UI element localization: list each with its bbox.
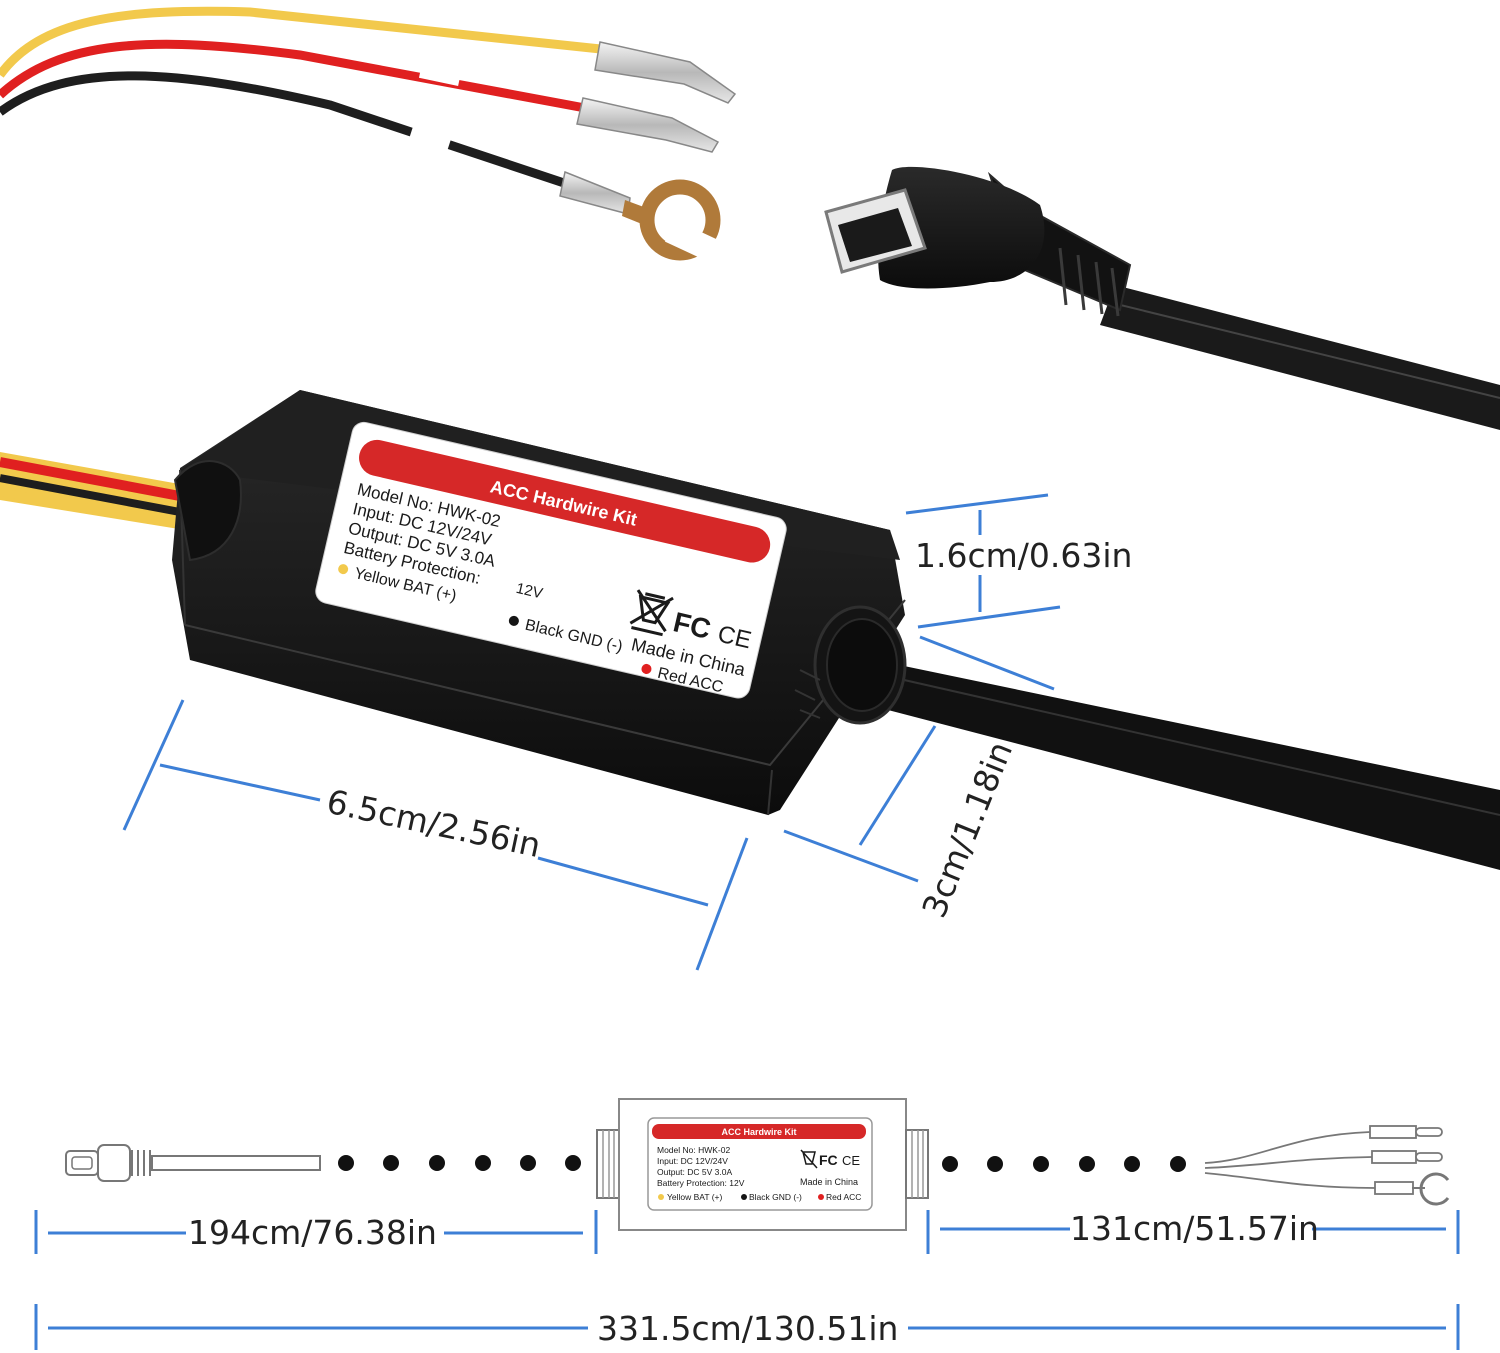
width-dimension-label: 3cm/1.18in xyxy=(914,736,1020,923)
schematic-black: Black GND (-) xyxy=(749,1192,802,1202)
schematic-input: Input: DC 12V/24V xyxy=(657,1156,728,1166)
schematic-made-in: Made in China xyxy=(800,1177,858,1187)
red-dot-icon xyxy=(641,663,652,674)
bullet-terminal xyxy=(576,97,720,153)
battery-protection-value: 12V xyxy=(514,580,544,603)
black-dot-icon xyxy=(508,615,519,626)
length-dimension xyxy=(122,699,749,971)
length-dimension-label: 6.5cm/2.56in xyxy=(323,782,544,865)
schematic-weee-icon xyxy=(800,1149,818,1169)
schematic-battery: Battery Protection: 12V xyxy=(657,1178,745,1188)
schematic-module: ACC Hardwire Kit Model No: HWK-02 Input:… xyxy=(596,1098,929,1231)
total-length-label: 331.5cm/130.51in xyxy=(597,1309,898,1348)
usb-c-plug xyxy=(824,166,1500,430)
schematic-fcc-icon: FC xyxy=(819,1152,838,1168)
yellow-wire xyxy=(0,6,611,78)
red-wire xyxy=(0,39,586,113)
schematic-usb-end xyxy=(65,1144,321,1182)
schematic-model: Model No: HWK-02 xyxy=(657,1145,730,1155)
schematic-output: Output: DC 5V 3.0A xyxy=(657,1167,732,1177)
wire-cable-length-label: 131cm/51.57in xyxy=(1070,1209,1319,1248)
wire-cable-length-dimension xyxy=(926,1210,1460,1254)
cable-continuation-dots xyxy=(942,1156,1186,1172)
schematic-red: Red ACC xyxy=(826,1192,861,1202)
schematic-yellow: Yellow BAT (+) xyxy=(667,1192,723,1202)
schematic-ce-icon: CE xyxy=(842,1153,860,1168)
yellow-dot-icon xyxy=(338,564,349,575)
schematic-wire-end xyxy=(1204,1125,1450,1206)
total-length-dimension xyxy=(34,1304,1460,1350)
width-dimension xyxy=(783,635,1055,883)
height-dimension-label: 1.6cm/0.63in xyxy=(915,536,1132,575)
weee-bin-icon xyxy=(629,589,674,637)
cable-continuation-dots xyxy=(338,1155,581,1171)
usb-cable-length-dimension xyxy=(34,1210,598,1254)
bullet-terminal xyxy=(594,41,737,104)
ring-terminal xyxy=(559,170,721,263)
black-wire xyxy=(0,71,572,190)
wire-bundle xyxy=(0,6,611,190)
height-dimension xyxy=(905,493,1061,629)
usb-cable-length-label: 194cm/76.38in xyxy=(188,1213,437,1252)
schematic-label-title: ACC Hardwire Kit xyxy=(721,1127,796,1137)
label-title-bar xyxy=(359,439,771,563)
